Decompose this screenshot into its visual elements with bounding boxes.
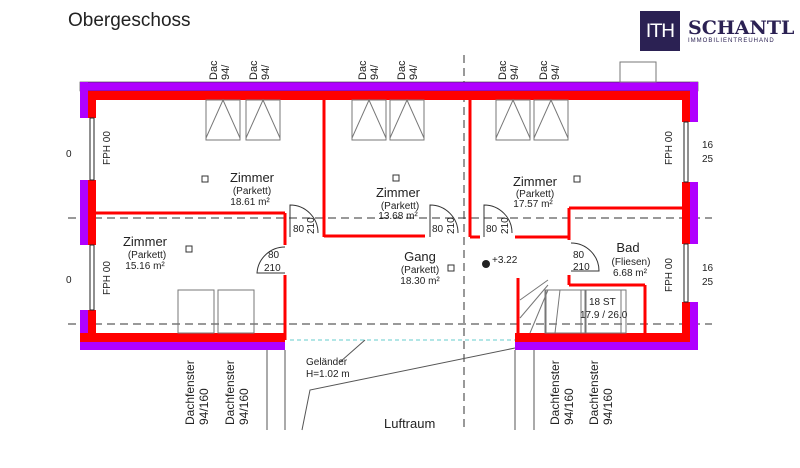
window-size: 94/ (550, 64, 562, 80)
level-marker: +3.22 (492, 255, 518, 266)
luftraum-lines (266, 339, 535, 431)
room-bad: Bad (Fliesen)6.68 m² (612, 240, 651, 279)
svg-text:Zimmer: Zimmer (376, 185, 421, 200)
stairs-steps: 18 ST (589, 297, 616, 308)
window-size: 94/160 (197, 388, 211, 425)
window-label: Dac (357, 60, 369, 80)
window-size: 94/160 (237, 388, 251, 425)
room-zimmer-2: Zimmer(Parkett)13.68 m² (376, 185, 421, 222)
room-gang: Gang(Parkett)18.30 m² (400, 249, 440, 287)
svg-text:(Parkett): (Parkett) (516, 189, 554, 200)
railing-label: Geländer (306, 357, 348, 368)
svg-text:(Fliesen): (Fliesen) (612, 257, 651, 268)
svg-text:Bad: Bad (616, 240, 639, 255)
company-logo: ITH SCHANTL IMMOBILIENTREUHAND (640, 11, 794, 51)
void-label: Luftraum (384, 416, 435, 431)
bottom-window-labels: Dachfenster 94/160 Dachfenster 94/160 Da… (183, 360, 615, 425)
side-window-label: FPH 00 (664, 131, 675, 165)
side-dim: 25 (702, 277, 714, 288)
svg-text:17.57 m²: 17.57 m² (513, 199, 553, 210)
side-dim: 0 (66, 275, 72, 286)
window-label: Dac (497, 60, 509, 80)
svg-text:13.68 m²: 13.68 m² (378, 211, 418, 222)
window-size: 94/ (260, 64, 272, 80)
room-zimmer-1: Zimmer(Parkett)18.61 m² (230, 170, 275, 208)
logo-name: SCHANTL (688, 17, 795, 39)
room-zimmer-3: Zimmer(Parkett)17.57 m² (513, 174, 558, 210)
side-window-labels: FPH 00 FPH 00 FPH 00 FPH 00 0 0 16 25 16… (66, 131, 714, 295)
side-window-label: FPH 00 (664, 258, 675, 292)
window-size: 94/ (509, 64, 521, 80)
svg-text:18.61 m²: 18.61 m² (230, 197, 270, 208)
side-dim: 25 (702, 154, 714, 165)
stairs-ratio: 17.9 / 26.0 (580, 310, 628, 321)
svg-text:210: 210 (573, 262, 590, 273)
svg-text:6.68 m²: 6.68 m² (613, 268, 648, 279)
svg-text:210: 210 (446, 217, 457, 234)
window-label: Dachfenster (183, 360, 197, 425)
window-size: 94/ (220, 64, 232, 80)
svg-text:210: 210 (264, 263, 281, 274)
window-label: Dachfenster (548, 360, 562, 425)
logo-subtitle: IMMOBILIENTREUHAND (688, 38, 775, 44)
window-label: Dac (248, 60, 260, 80)
window-size: 94/ (369, 64, 381, 80)
svg-text:18.30 m²: 18.30 m² (400, 276, 440, 287)
window-label: Dac (538, 60, 550, 80)
side-dim: 16 (702, 140, 714, 151)
plan-title: Obergeschoss (68, 10, 191, 31)
svg-text:Zimmer: Zimmer (230, 170, 275, 185)
window-size: 94/160 (562, 388, 576, 425)
interior-walls (96, 100, 683, 340)
svg-text:(Parkett): (Parkett) (233, 186, 271, 197)
svg-text:80: 80 (573, 250, 585, 261)
level-marker-icon (482, 260, 490, 268)
side-dim: 16 (702, 263, 714, 274)
svg-text:15.16 m²: 15.16 m² (125, 261, 165, 272)
svg-text:210: 210 (306, 217, 317, 234)
railing-height: H=1.02 m (306, 369, 350, 380)
svg-text:Gang: Gang (404, 249, 436, 264)
axis-lines (68, 55, 712, 430)
logo-mark: ITH (640, 11, 680, 51)
window-label: Dac (208, 60, 220, 80)
svg-text:80: 80 (486, 224, 498, 235)
svg-text:80: 80 (432, 224, 444, 235)
svg-text:(Parkett): (Parkett) (381, 201, 419, 212)
outer-walls (79, 81, 699, 350)
svg-text:80: 80 (268, 250, 280, 261)
svg-text:(Parkett): (Parkett) (128, 250, 166, 261)
svg-text:210: 210 (500, 217, 511, 234)
side-window-label: FPH 00 (102, 261, 113, 295)
room-zimmer-4: Zimmer(Parkett)15.16 m² (123, 234, 168, 272)
window-label: Dachfenster (223, 360, 237, 425)
side-dim: 0 (66, 149, 72, 160)
side-window-label: FPH 00 (102, 131, 113, 165)
top-window-labels: Dac 94/ Dac 94/ Dac 94/ Dac 94/ Dac 94/ … (208, 60, 562, 80)
svg-text:(Parkett): (Parkett) (401, 265, 439, 276)
window-size: 94/160 (601, 388, 615, 425)
light-fixture-icons (185, 174, 581, 272)
svg-text:80: 80 (293, 224, 305, 235)
window-size: 94/ (408, 64, 420, 80)
svg-text:Zimmer: Zimmer (513, 174, 558, 189)
doors (256, 204, 600, 274)
window-label: Dac (396, 60, 408, 80)
window-label: Dachfenster (587, 360, 601, 425)
room-labels: Zimmer(Parkett)18.61 m² Zimmer(Parkett)1… (123, 170, 650, 287)
stairs (519, 279, 627, 334)
svg-text:Zimmer: Zimmer (123, 234, 168, 249)
